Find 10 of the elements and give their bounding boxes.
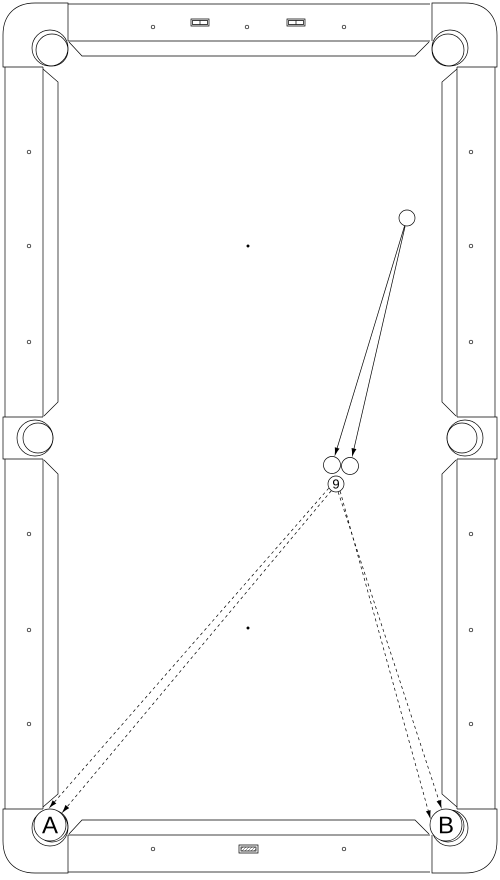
arrow (352, 226, 406, 456)
arrow (338, 492, 442, 808)
arrow (334, 226, 405, 456)
ghost-ball (323, 456, 341, 474)
ghost-ball (341, 457, 359, 475)
pocket-label: A (34, 808, 66, 842)
object-ball: 9 (328, 476, 344, 492)
cue-ball (398, 210, 416, 226)
arrow (340, 490, 431, 818)
pocket-label: B (430, 808, 462, 842)
